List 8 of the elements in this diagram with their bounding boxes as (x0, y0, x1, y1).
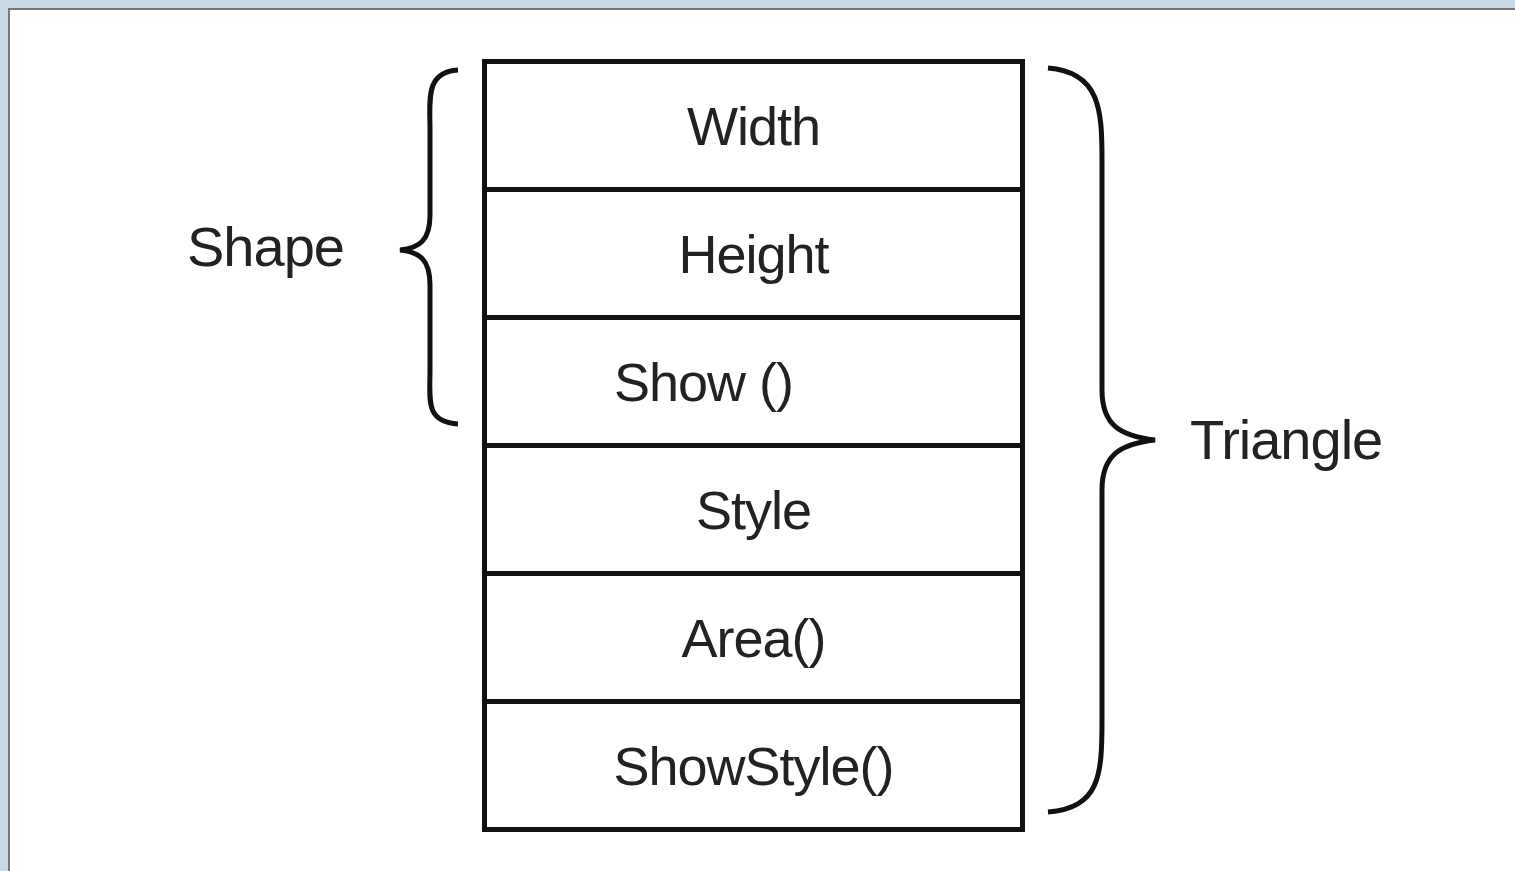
field-name: Area() (681, 606, 826, 669)
group-label: Triangle (1190, 407, 1383, 472)
field-name: Height (678, 222, 829, 285)
field-name: Show () (613, 350, 793, 413)
field-name: ShowStyle() (613, 734, 894, 797)
field-name: Width (686, 94, 820, 157)
field-name: Style (695, 478, 812, 541)
group-label: Shape (187, 214, 344, 279)
